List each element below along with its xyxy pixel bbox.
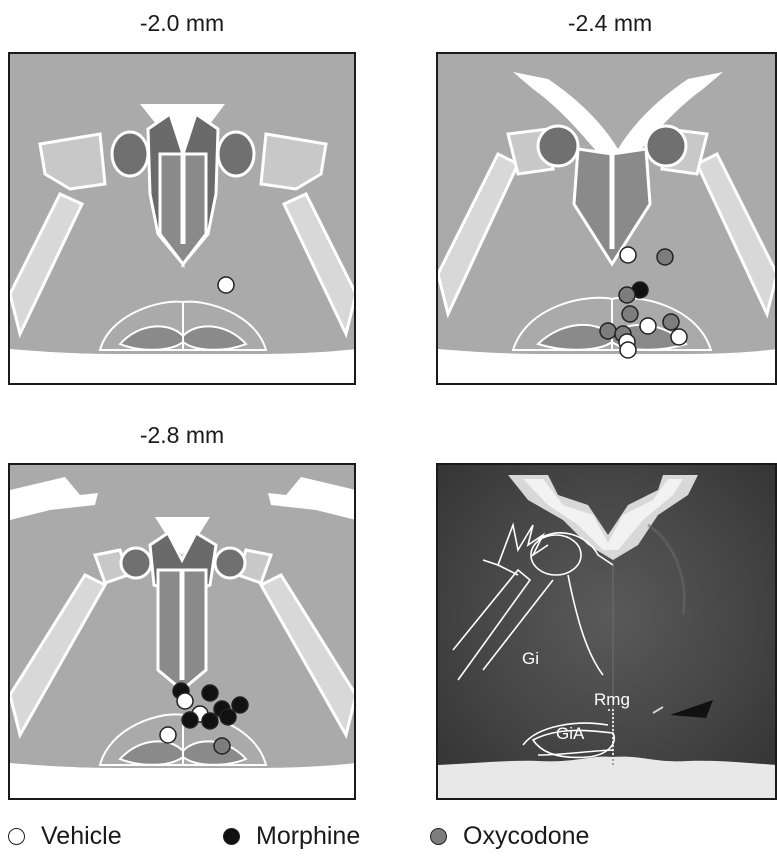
gi-label: Gi — [522, 649, 539, 669]
morphine-marker-icon — [223, 828, 240, 845]
vehicle-dot — [620, 342, 636, 358]
vehicle-dot — [620, 247, 636, 263]
morphine-dot — [202, 685, 218, 701]
oxycodone-dot — [600, 323, 616, 339]
oxycodone-dot — [657, 249, 673, 265]
histology-photo-panel: Gi Rmg GiA — [436, 463, 777, 800]
vehicle-marker-icon — [8, 828, 25, 845]
legend-item-oxycodone: Oxycodone — [430, 822, 589, 851]
vehicle-dot — [640, 318, 656, 334]
gia-label: GiA — [556, 724, 584, 744]
legend: Vehicle Morphine Oxycodone — [0, 822, 777, 858]
vehicle-dot — [218, 277, 234, 293]
atlas-panel-2-4mm — [436, 52, 777, 385]
legend-label-morphine: Morphine — [256, 822, 360, 851]
rmg-label: Rmg — [594, 690, 630, 710]
morphine-dot — [182, 712, 198, 728]
legend-item-morphine: Morphine — [223, 822, 360, 851]
panel-title-1: -2.0 mm — [82, 10, 282, 37]
atlas-panel-2-8mm — [8, 463, 356, 800]
vehicle-dot — [177, 693, 193, 709]
oxycodone-dot — [619, 287, 635, 303]
morphine-dot — [220, 709, 236, 725]
morphine-dot — [202, 713, 218, 729]
morphine-dot — [232, 697, 248, 713]
panel-title-3: -2.8 mm — [82, 422, 282, 449]
legend-label-vehicle: Vehicle — [41, 822, 122, 851]
vehicle-dot — [671, 329, 687, 345]
legend-item-vehicle: Vehicle — [8, 822, 122, 851]
oxycodone-dot — [663, 314, 679, 330]
atlas-panel-2-0mm — [8, 52, 356, 385]
legend-label-oxycodone: Oxycodone — [463, 822, 589, 851]
oxycodone-dot — [622, 306, 638, 322]
oxycodone-marker-icon — [430, 828, 447, 845]
vehicle-dot — [160, 727, 176, 743]
panel-title-2: -2.4 mm — [510, 10, 710, 37]
oxycodone-dot — [214, 738, 230, 754]
